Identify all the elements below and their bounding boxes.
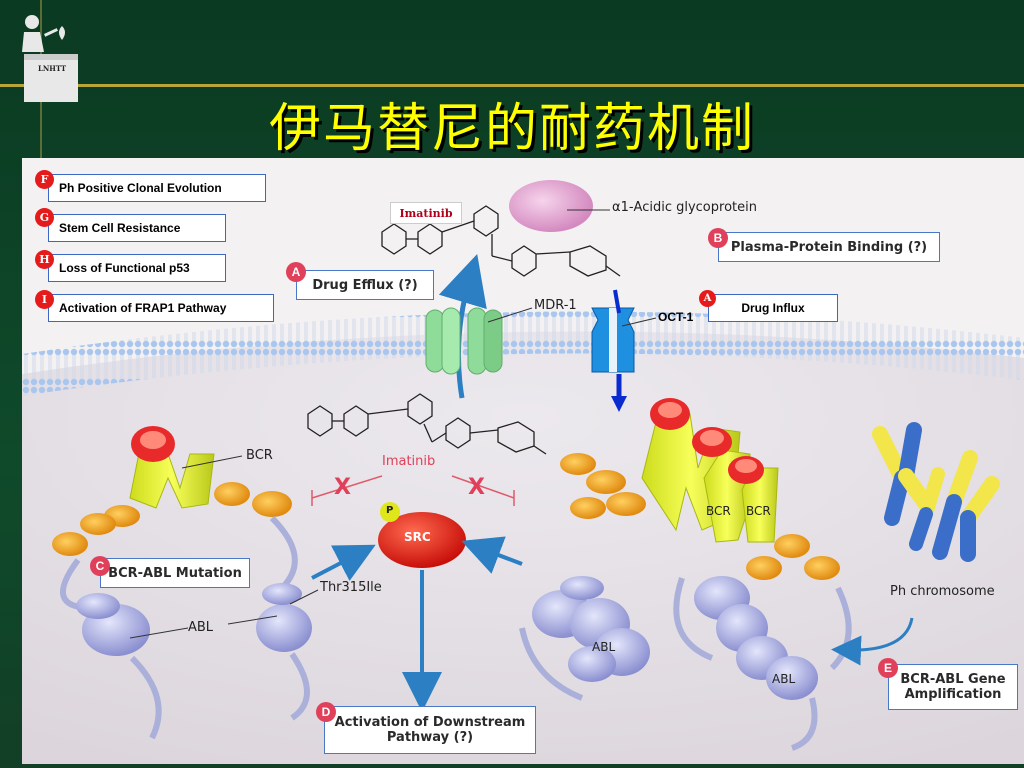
drug-influx-badge: A [699,290,716,307]
bcr-right-label-b: BCR [746,504,771,518]
abl-right-label-b: ABL [772,672,796,686]
phospho-site [380,502,400,522]
cytoplasm [22,331,1024,764]
diagram-panel: X X [22,158,1024,764]
bcr-abl-left [52,426,319,740]
imatinib-mid-label: Imatinib [382,454,436,469]
abl-left-label: ABL [188,620,214,635]
mechanism-i-box: Activation of FRAP1 Pathway [48,294,274,322]
mechanism-f-box: Ph Positive Clonal Evolution [48,174,266,202]
mechanism-g-box: Stem Cell Resistance [48,214,226,242]
imatinib-top-label: Imatinib [390,202,462,224]
bcr-left-label: BCR [246,448,273,463]
callout-badge-a: A [286,262,306,282]
block-x-right: X [468,475,485,500]
cell-membrane [22,311,1024,396]
oct1-label: OCT-1 [658,310,694,324]
oct1-transporter [591,307,635,373]
mutation-label: Thr315Ile [320,580,382,595]
mechanism-badge-g: G [35,208,54,227]
src-arrow-left [311,544,376,581]
glycoprotein-shape [509,180,593,232]
callout-badge-e: E [878,658,898,678]
src-kinase [378,512,466,568]
glycoprotein-label: α1-Acidic glycoprotein [612,200,757,215]
bcr-abl-right [519,398,852,751]
ph-chromosome-icon [872,422,1000,562]
imatinib-molecule-top [381,205,621,277]
mechanism-h-box: Loss of Functional p53 [48,254,226,282]
mechanism-badge-f: F [35,170,54,189]
lecturer-logo-icon [22,15,78,102]
ph-chromosome-label: Ph chromosome [890,584,995,599]
abl-right-label-a: ABL [592,640,616,654]
header-divider [0,84,1024,87]
imatinib-molecule-mid [307,393,547,455]
slide-title: 伊马替尼的耐药机制 [268,99,755,159]
mechanism-badge-i: I [35,290,54,309]
callout-bcr-abl-mutation: BCR-ABL Mutation [100,558,250,588]
logo-text: LNHTT [37,64,67,73]
bcr-right-label-a: BCR [706,504,731,518]
mechanism-diagram: X X [22,180,1024,764]
inhibition-lines [311,475,515,506]
block-x-left: X [334,475,351,500]
callout-plasma-binding: Plasma-Protein Binding (?) [718,232,940,262]
drug-influx-box: Drug Influx [708,294,838,322]
mdr1-pump [425,307,503,375]
mechanism-badge-h: H [35,250,54,269]
callout-badge-d: D [316,702,336,722]
callout-badge-c: C [90,556,110,576]
phospho-label: P [386,505,394,516]
amplification-arrow [831,617,914,666]
src-arrow-right [461,536,523,574]
callout-drug-efflux: Drug Efflux (?) [296,270,434,300]
mdr1-label: MDR-1 [534,298,577,313]
callout-badge-b: B [708,228,728,248]
src-label: SRC [404,530,431,544]
